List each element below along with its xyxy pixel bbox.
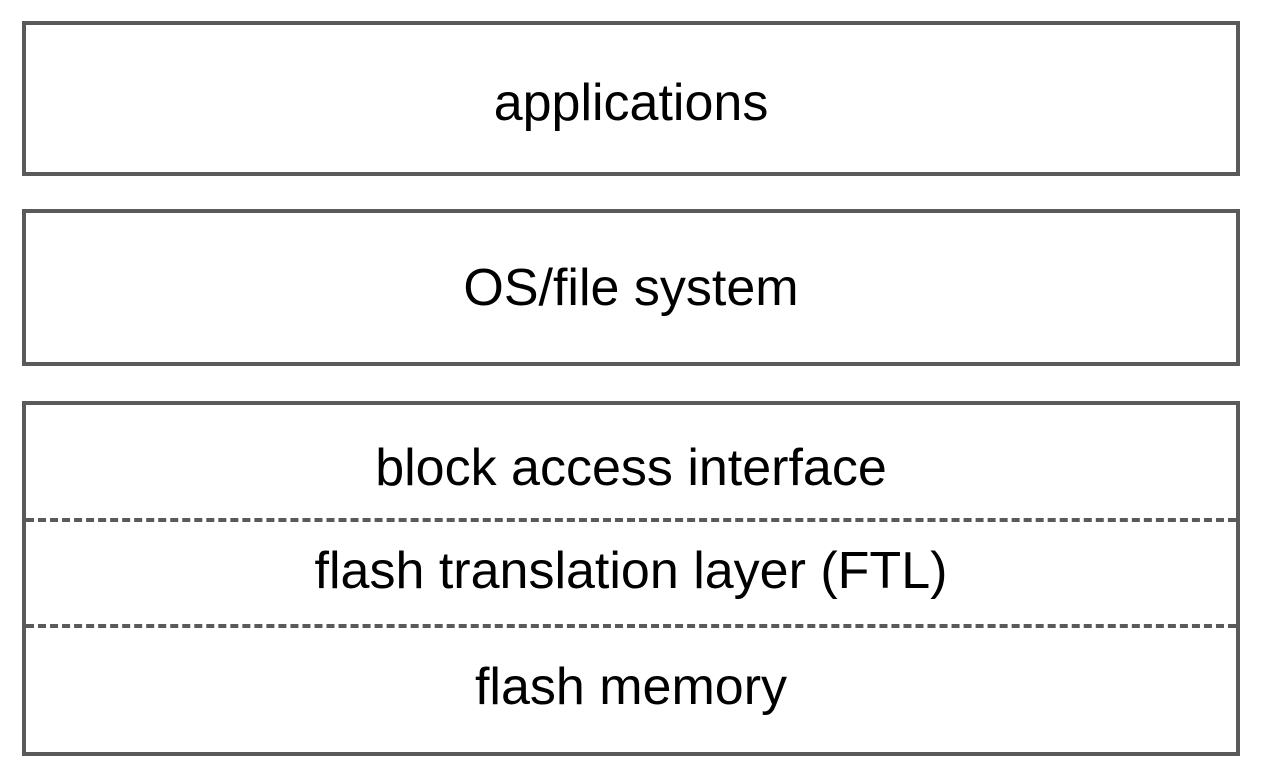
flash-memory-label: flash memory [474,658,788,716]
block-access-interface-label: block access interface [375,439,887,497]
os-file-system-layer: OS/file system [22,209,1240,366]
os-file-system-label: OS/file system [463,259,799,317]
flash-translation-layer-label: flash translation layer (FTL) [314,542,948,600]
flash-translation-layer: flash translation layer (FTL) [26,520,1236,626]
applications-layer: applications [22,21,1240,176]
applications-label: applications [493,74,769,132]
flash-memory-layer: flash memory [26,626,1236,752]
storage-device-stack: block access interface flash translation… [22,401,1240,756]
block-access-interface-layer: block access interface [26,405,1236,520]
dashed-divider-upper [26,518,1236,522]
dashed-divider-lower [26,624,1236,628]
